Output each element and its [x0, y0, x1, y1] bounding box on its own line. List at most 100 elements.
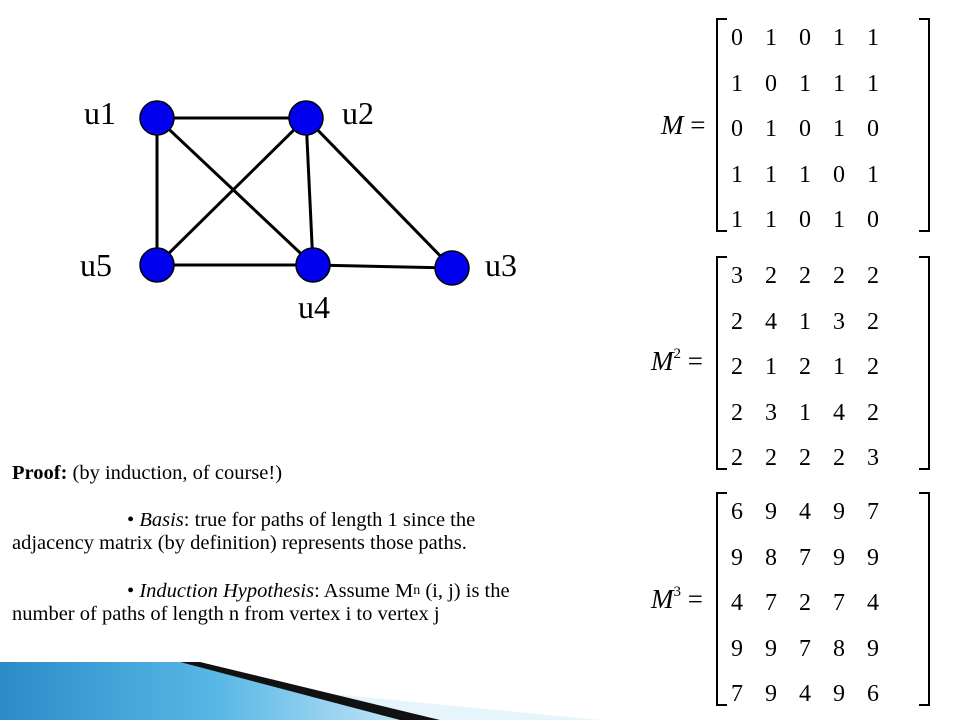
matrix-m2-equals: =: [687, 346, 703, 376]
matrix-cell: 0: [833, 161, 845, 188]
node-label-u3: u3: [485, 247, 517, 283]
matrix-cell: 9: [867, 635, 879, 662]
ih-line-1: • Induction Hypothesis: Assume Mn (i, j)…: [12, 579, 632, 603]
matrix-cell: 2: [867, 263, 879, 290]
node-u1: [139, 100, 175, 136]
basis-label: Basis: [139, 509, 184, 531]
matrix-cell: 9: [833, 544, 845, 571]
matrix-cell: 1: [833, 70, 845, 97]
matrix-cell: 7: [731, 681, 743, 708]
matrix-cell: 2: [799, 590, 811, 617]
matrix-cell: 3: [867, 445, 879, 472]
matrix-cell: 2: [833, 263, 845, 290]
ih-text-1a: : Assume M: [314, 580, 414, 602]
proof-heading: Proof:: [12, 462, 68, 484]
matrix-cell: 9: [765, 635, 777, 662]
matrix-cell: 1: [833, 116, 845, 143]
basis-text-1: : true for paths of length 1 since the: [183, 509, 476, 531]
matrix-cell: 2: [867, 399, 879, 426]
matrix-cell: 2: [731, 445, 743, 472]
matrix-cell: 2: [731, 308, 743, 335]
matrix-m-name: M: [661, 110, 684, 140]
matrix-cell: 9: [731, 635, 743, 662]
matrix-cell: 6: [867, 681, 879, 708]
matrix-cell: 2: [731, 399, 743, 426]
graph-nodes: [139, 100, 470, 286]
matrix-cell: 7: [867, 499, 879, 526]
matrix-cell: 0: [867, 116, 879, 143]
node-label-u5: u5: [80, 247, 112, 283]
matrix-cell: 1: [765, 25, 777, 52]
edge-u2-u4: [304, 117, 315, 266]
matrix-m-left-bracket: [716, 18, 727, 232]
matrix-cell: 2: [867, 354, 879, 381]
matrix-cell: 7: [799, 635, 811, 662]
matrix-cell: 1: [867, 25, 879, 52]
matrix-cell: 8: [765, 544, 777, 571]
matrix-m3-power: 3: [673, 584, 682, 600]
matrix-cell: 0: [731, 116, 743, 143]
matrix-cell: 0: [799, 25, 811, 52]
matrix-m3-equals: =: [687, 584, 703, 614]
matrix-cell: 0: [765, 70, 777, 97]
node-label-u2: u2: [342, 95, 374, 131]
matrix-cell: 4: [833, 399, 845, 426]
footer-blue-band: [0, 662, 440, 720]
matrix-m2-equation: M2 =: [651, 346, 703, 377]
node-label-u4: u4: [298, 289, 330, 325]
matrix-cell: 1: [867, 70, 879, 97]
matrix-cell: 1: [833, 25, 845, 52]
matrix-cell: 0: [867, 207, 879, 234]
matrix-m2-right-bracket: [919, 256, 930, 470]
graph-edges: [155, 116, 454, 270]
ih-bullet: •: [127, 580, 135, 602]
matrix-cell: 1: [833, 207, 845, 234]
matrix-cell: 0: [731, 25, 743, 52]
matrix-m-right-bracket: [919, 18, 930, 232]
graph-diagram: u1 u2 u3 u4 u5: [80, 95, 517, 325]
matrix-cell: 1: [765, 161, 777, 188]
matrix-cell: 7: [765, 590, 777, 617]
matrix-cell: 1: [765, 354, 777, 381]
node-label-u1: u1: [84, 95, 116, 131]
matrix-cell: 6: [731, 499, 743, 526]
matrix-cell: 1: [731, 161, 743, 188]
matrix-cell: 2: [799, 445, 811, 472]
matrix-cell: 9: [833, 681, 845, 708]
basis-line-2: adjacency matrix (by definition) represe…: [12, 532, 467, 554]
matrix-cell: 7: [799, 544, 811, 571]
footer-dark-stripe: [180, 662, 440, 720]
matrix-cell: 1: [833, 354, 845, 381]
matrix-cell: 1: [765, 116, 777, 143]
matrix-cell: 1: [799, 161, 811, 188]
ih-line-2: number of paths of length n from vertex …: [12, 603, 440, 625]
matrix-m2-power: 2: [673, 346, 682, 362]
basis-line-1: • Basis: true for paths of length 1 sinc…: [12, 509, 632, 532]
matrix-cell: 9: [765, 499, 777, 526]
graph-labels: u1 u2 u3 u4 u5: [80, 95, 517, 325]
edge-u2-u5: [155, 116, 308, 267]
matrix-cell: 9: [833, 499, 845, 526]
node-u5: [139, 247, 175, 283]
node-u3: [434, 250, 470, 286]
edge-u1-u4: [155, 116, 315, 267]
node-u4: [295, 247, 331, 283]
matrix-cell: 3: [731, 263, 743, 290]
matrix-cell: 9: [867, 544, 879, 571]
ih-text-1b: (i, j) is the: [420, 580, 510, 602]
proof-heading-rest: (by induction, of course!): [67, 462, 283, 484]
matrix-cell: 2: [799, 354, 811, 381]
matrix-cell: 2: [799, 263, 811, 290]
matrix-cell: 9: [731, 544, 743, 571]
matrix-cell: 4: [799, 681, 811, 708]
matrix-cell: 1: [799, 399, 811, 426]
matrix-cell: 4: [731, 590, 743, 617]
matrix-cell: 1: [731, 70, 743, 97]
matrix-cell: 2: [765, 445, 777, 472]
ih-label: Induction Hypothesis: [139, 580, 315, 602]
matrix-cell: 1: [731, 207, 743, 234]
matrix-cell: 1: [867, 161, 879, 188]
matrix-cell: 3: [765, 399, 777, 426]
matrix-m3-left-bracket: [716, 492, 727, 706]
